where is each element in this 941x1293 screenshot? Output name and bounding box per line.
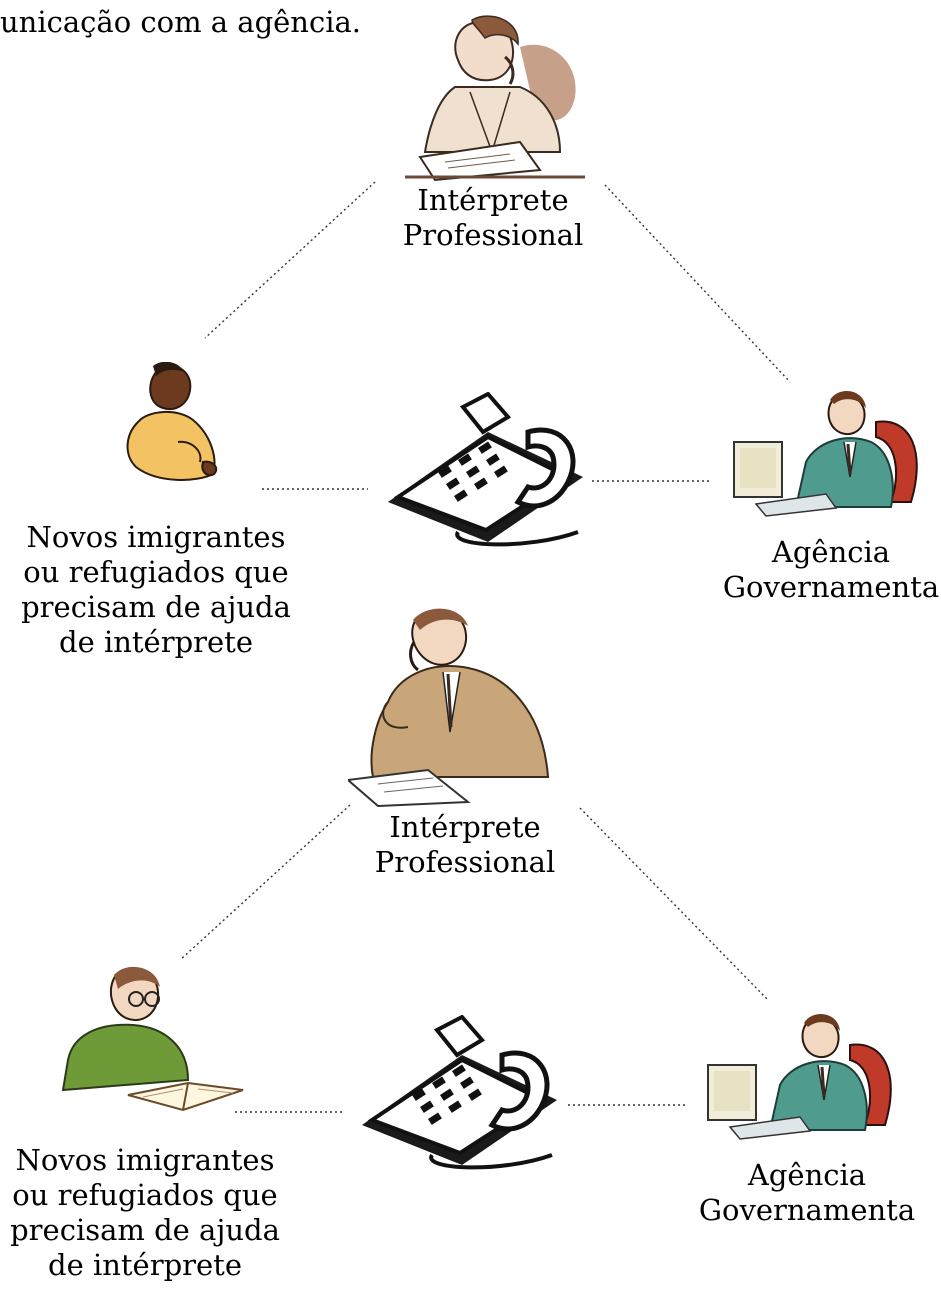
telephone-icon-2 xyxy=(362,1015,557,1170)
person-pointing-icon xyxy=(126,362,218,481)
connector-interpreter-client-2 xyxy=(179,804,351,961)
man-reading-book-icon xyxy=(61,966,244,1112)
caption-text: unicação com a agência. xyxy=(0,5,362,39)
office-worker-computer-icon xyxy=(733,390,918,517)
agency-label-2: Agência Governamenta xyxy=(698,1158,916,1227)
connector-interpreter-agency-1 xyxy=(604,184,791,383)
interpreter-label-2: Intérprete Professional xyxy=(374,810,556,879)
woman-on-phone-icon xyxy=(405,15,585,182)
man-on-phone-icon xyxy=(348,608,550,807)
telephone-icon xyxy=(388,392,583,547)
connector-interpreter-agency-2 xyxy=(579,807,769,1001)
client-label-1: Novos imigrantes ou refugiados que preci… xyxy=(21,520,291,659)
connector-interpreter-client-1 xyxy=(204,181,376,339)
interpreter-label-1: Intérprete Professional xyxy=(402,183,584,252)
client-label-2: Novos imigrantes ou refugiados que preci… xyxy=(10,1143,280,1282)
agency-label-1: Agência Governamenta xyxy=(722,535,940,604)
office-worker-computer-icon-2 xyxy=(707,1013,892,1140)
